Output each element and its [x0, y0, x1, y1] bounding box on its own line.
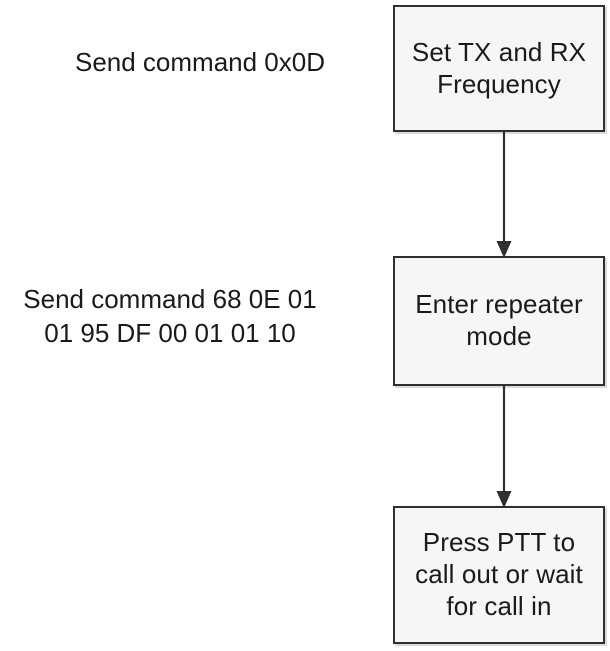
flow-node-enter-repeater-mode[interactable]: Enter repeater mode: [393, 256, 605, 386]
arrowhead-down-icon: [496, 241, 512, 258]
flow-node-press-ptt-label: Press PTT to call out or wait for call i…: [415, 527, 583, 621]
flow-node-set-frequency[interactable]: Set TX and RX Frequency: [393, 5, 605, 132]
annotation-send-command-68-0e-01: Send command 68 0E 01 01 95 DF 00 01 01 …: [23, 284, 317, 349]
connector-repeater-to-ptt: [496, 385, 512, 508]
flow-node-press-ptt[interactable]: Press PTT to call out or wait for call i…: [393, 506, 605, 644]
connector-set-frequency-to-repeater: [496, 131, 512, 258]
flow-node-enter-repeater-mode-label: Enter repeater mode: [415, 289, 583, 351]
arrowhead-down-icon: [496, 491, 512, 508]
annotation-send-command-0x0d: Send command 0x0D: [74, 47, 326, 77]
flow-node-set-frequency-label: Set TX and RX Frequency: [411, 36, 587, 99]
